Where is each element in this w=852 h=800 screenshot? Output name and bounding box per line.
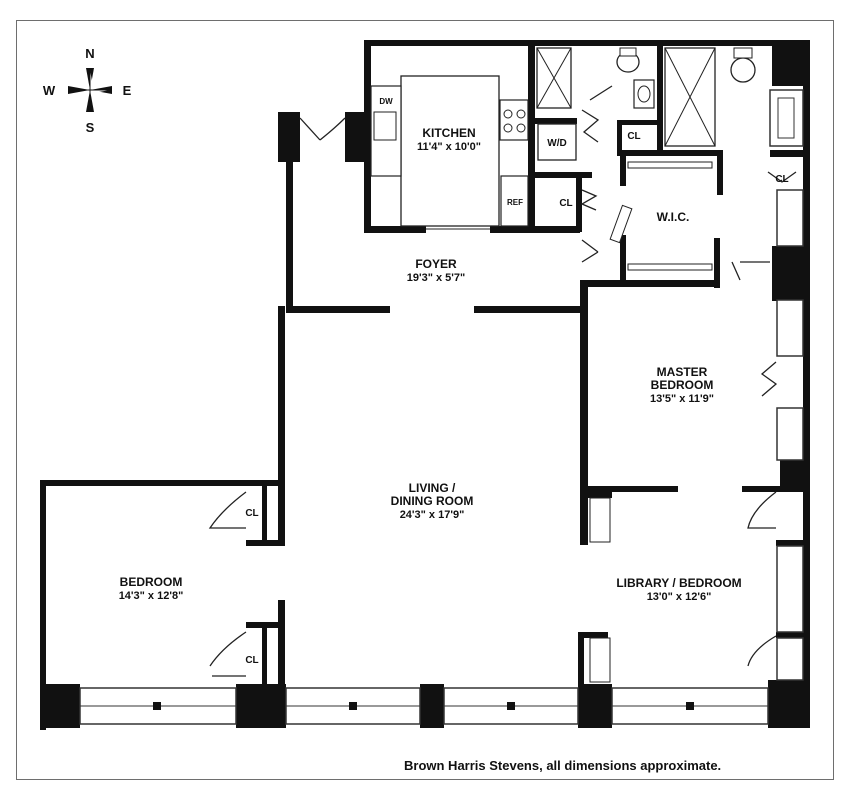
foyer-name: FOYER	[415, 257, 457, 271]
window-east-side	[769, 89, 804, 681]
compass-west: W	[43, 83, 56, 98]
closet-label: CL	[627, 131, 640, 142]
window-living-east	[443, 687, 579, 725]
window-library-south	[611, 687, 769, 725]
living-name-2: DINING ROOM	[391, 494, 474, 508]
compass-rose-icon	[68, 68, 112, 112]
library-dims: 13'0" x 12'6"	[647, 591, 712, 603]
master-dims: 13'5" x 11'9"	[650, 393, 714, 405]
closet-label: CL	[775, 174, 788, 185]
bedroom-dims: 14'3" x 12'8"	[119, 590, 184, 602]
kitchen-island	[400, 75, 500, 227]
stove-icon	[499, 99, 529, 141]
refrigerator-label: REF	[507, 198, 523, 207]
compass-north: N	[85, 46, 94, 61]
master-name-1: MASTER	[657, 365, 708, 379]
washer-dryer-label: W/D	[547, 138, 566, 149]
window-living-west	[285, 687, 421, 725]
living-name-1: LIVING /	[409, 481, 456, 495]
compass-south: S	[86, 120, 95, 135]
kitchen-sink-icon	[373, 111, 397, 141]
toilet-icon	[730, 57, 756, 83]
foyer-dims: 19'3" x 5'7"	[407, 272, 465, 284]
compass-east: E	[123, 83, 132, 98]
closet-label: CL	[245, 655, 258, 666]
walls	[40, 40, 810, 730]
washer-dryer	[537, 123, 577, 161]
kitchen-name: KITCHEN	[422, 126, 475, 140]
dishwasher-label: DW	[379, 97, 393, 106]
library-name: LIBRARY / BEDROOM	[616, 576, 741, 590]
refrigerator-icon	[500, 175, 529, 227]
bedroom-name: BEDROOM	[120, 575, 183, 589]
master-name-2: BEDROOM	[651, 378, 714, 392]
closet-label: CL	[245, 508, 258, 519]
closet-label: CL	[559, 198, 572, 209]
living-dims: 24'3" x 17'9"	[400, 509, 465, 521]
entry-door[interactable]	[299, 117, 321, 141]
windows	[79, 89, 804, 725]
doors	[208, 85, 797, 677]
window-bedroom	[79, 687, 237, 725]
fixtures	[370, 47, 756, 683]
room-labels: KITCHEN 11'4" x 10'0" FOYER 19'3" x 5'7"…	[119, 97, 789, 666]
kitchen-dims: 11'4" x 10'0"	[417, 141, 481, 153]
credit-text: Brown Harris Stevens, all dimensions app…	[404, 758, 722, 773]
wic-name: W.I.C.	[657, 210, 690, 224]
